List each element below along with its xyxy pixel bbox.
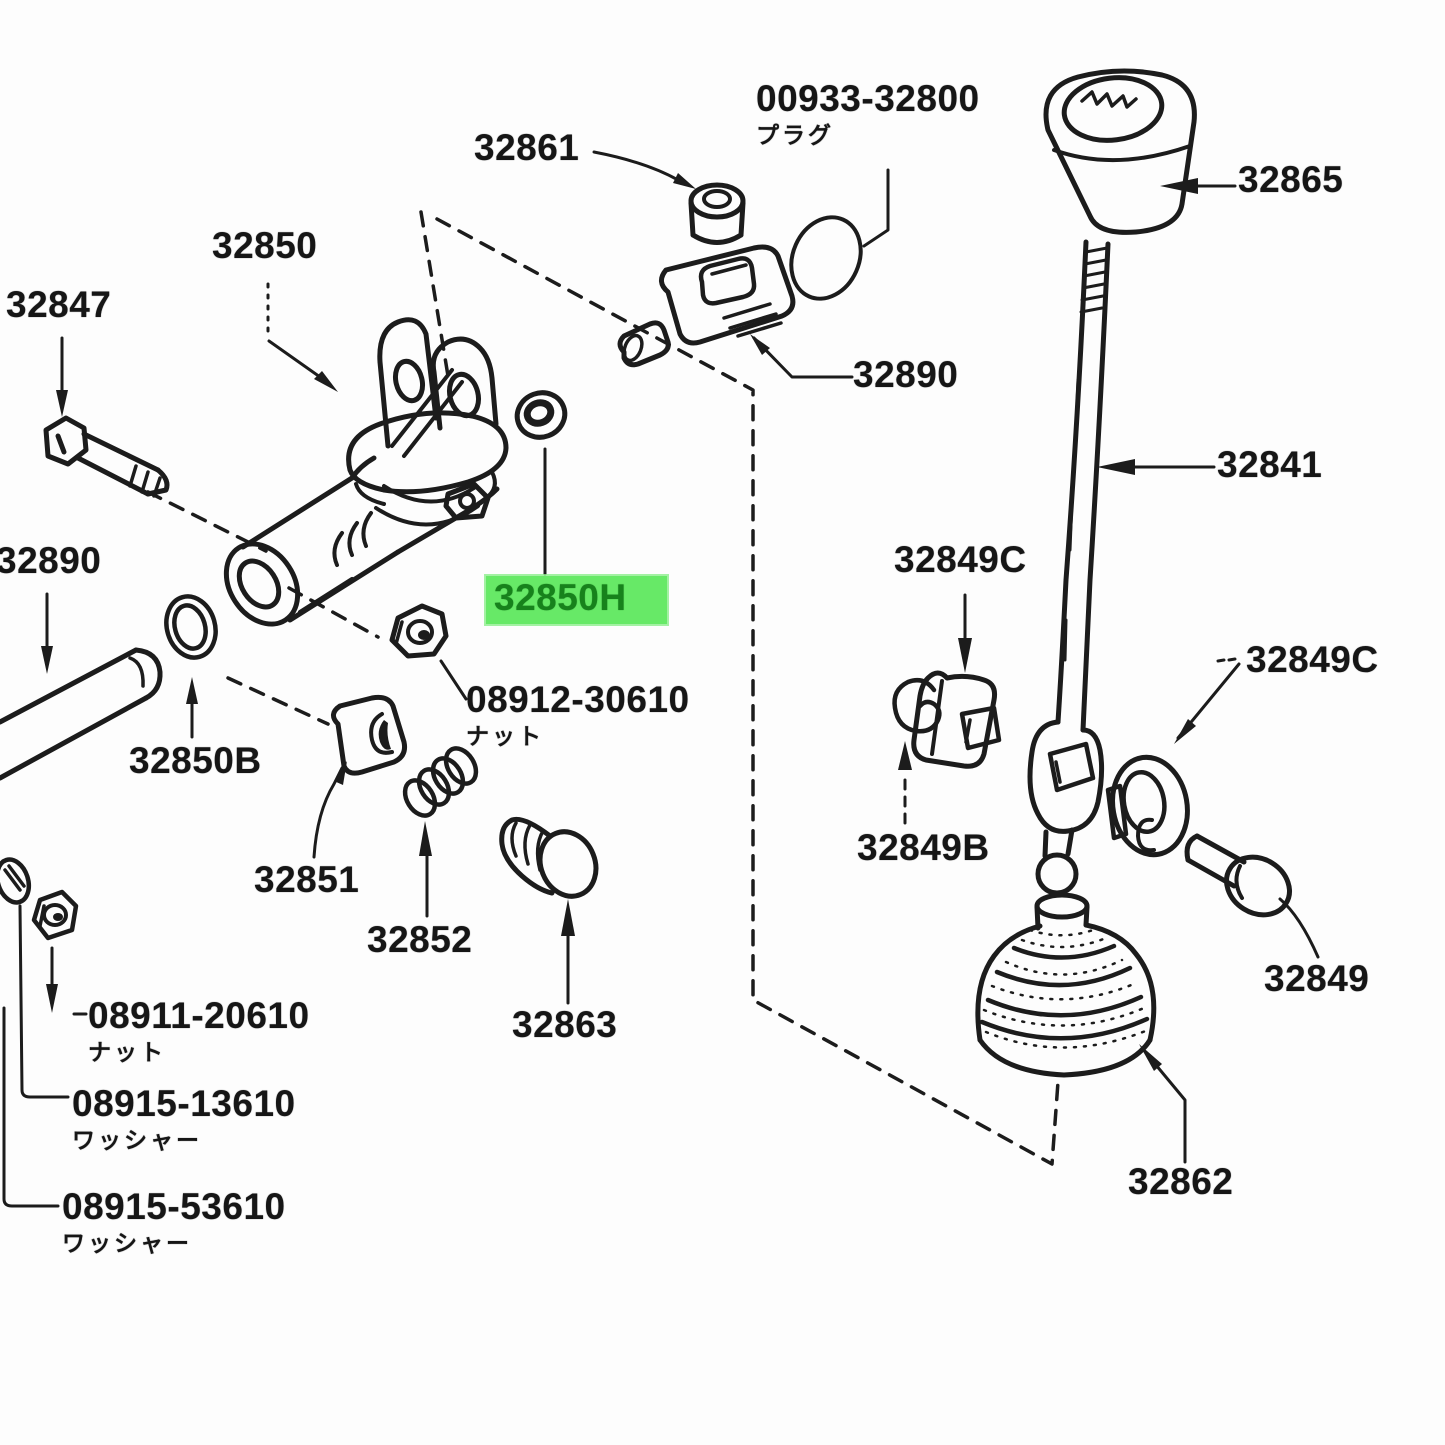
leader-lines [2, 150, 1320, 1208]
boot-stipple-texture [982, 927, 1150, 1049]
part-nut-08912 [389, 603, 449, 659]
part-bushing-32849c-upper [911, 670, 1002, 769]
part-label-32847: 32847 [6, 284, 112, 325]
part-striker-assembly-32850 [223, 317, 509, 627]
part-label-32850: 32850 [212, 225, 318, 266]
caption-plug-jp: プラグ [756, 121, 834, 148]
part-label-32849b: 32849B [857, 827, 990, 868]
part-label-32865: 32865 [1238, 159, 1344, 200]
part-bushing-32861 [688, 182, 746, 245]
part-joint-32890-right [617, 244, 796, 368]
part-label-32841: 32841 [1217, 444, 1323, 485]
part-label-32849c-upper: 32849C [894, 539, 1027, 580]
shift-pattern-engraving [1080, 90, 1138, 109]
part-nut-08911 [31, 889, 79, 941]
part-label-32850h-highlighted[interactable]: 32850H [486, 576, 667, 624]
leader-arrowheads [41, 173, 1198, 1071]
part-boot-32862 [975, 892, 1157, 1078]
part-label-32850b: 32850B [129, 740, 262, 781]
part-knob-32865 [1043, 68, 1197, 235]
caption-nut-jp: ナット [466, 722, 544, 749]
part-spring-32852 [402, 746, 479, 818]
part-oring-32850b [164, 594, 218, 660]
part-bolt-32849 [1184, 833, 1292, 918]
caption-nut-jp: ナット [88, 1038, 166, 1065]
caption-washer-jp: ワッシャー [72, 1126, 202, 1153]
part-lever-32841 [1027, 239, 1111, 896]
part-label-32852: 32852 [367, 919, 473, 960]
part-grommet-32850h [514, 390, 568, 440]
part-label-32890-left: 32890 [0, 540, 102, 581]
part-label-32849c-right: 32849C [1246, 639, 1379, 680]
part-cap-32851 [331, 694, 407, 776]
part-label-32863: 32863 [512, 1004, 618, 1045]
part-label-32862: 32862 [1128, 1161, 1234, 1202]
part-label-32861: 32861 [474, 127, 580, 168]
part-plug-ring-00933 [789, 215, 863, 301]
part-bolt-32847 [43, 415, 170, 498]
part-plug-32863 [499, 816, 599, 899]
axis-dashed-lines [146, 210, 1060, 1166]
part-cclip-32849b [892, 678, 942, 734]
part-label-32890-right: 32890 [853, 354, 959, 395]
part-grommet-32849c-right [1105, 754, 1190, 858]
part-rod-32890-left [0, 647, 163, 781]
caption-washer-jp: ワッシャー [62, 1229, 192, 1256]
part-washer-08915 [0, 857, 32, 905]
part-label-32851: 32851 [254, 859, 360, 900]
part-label-32849: 32849 [1264, 958, 1370, 999]
